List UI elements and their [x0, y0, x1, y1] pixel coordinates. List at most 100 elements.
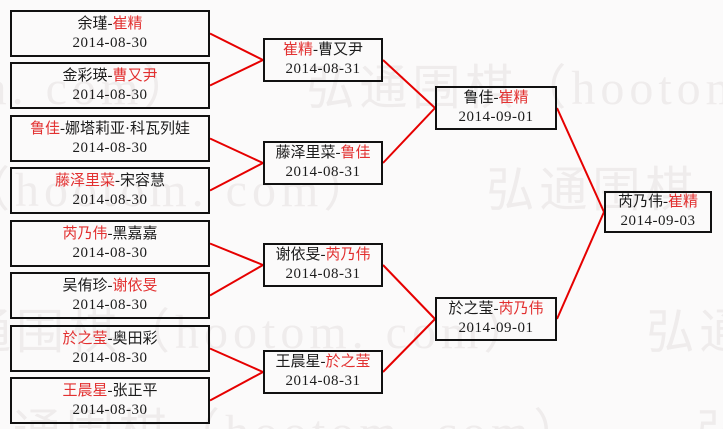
player1-name: 於之莹 — [62, 330, 108, 347]
vs-dash: - — [320, 247, 326, 264]
player1-name: 吴侑珍 — [62, 277, 108, 294]
vs-dash: - — [493, 301, 499, 318]
player1-name: 王晨星 — [62, 382, 108, 399]
player2-name: 曹又尹 — [112, 67, 158, 84]
player2-name: 芮乃伟 — [325, 247, 371, 264]
vs-dash: - — [663, 194, 668, 211]
connector-line — [382, 264, 436, 320]
match-date: 2014-08-30 — [72, 86, 148, 103]
match-players: 金彩瑛-曹又尹 — [62, 67, 157, 86]
match-players: 芮乃伟-崔精 — [618, 193, 698, 212]
match-date: 2014-08-30 — [72, 139, 148, 156]
connector-line — [209, 137, 264, 164]
vs-dash: - — [107, 67, 113, 84]
match-date: 2014-09-01 — [458, 320, 534, 336]
match-players: 藤泽里菜-宋容慧 — [55, 172, 165, 191]
match-date: 2014-08-31 — [285, 373, 361, 389]
player2-name: 曹又尹 — [318, 42, 364, 59]
match-box-sf-1: 鲁佳-崔精 2014-09-01 — [435, 86, 557, 130]
vs-dash: - — [107, 225, 113, 242]
match-box-r1-8: 王晨星-张正平 2014-08-30 — [10, 377, 210, 424]
vs-dash: - — [115, 172, 120, 189]
match-players: 崔精-曹又尹 — [283, 41, 363, 60]
match-players: 谢依旻-芮乃伟 — [275, 246, 370, 265]
match-players: 王晨星-於之莹 — [275, 353, 370, 372]
match-date: 2014-08-30 — [72, 244, 148, 261]
match-box-qf-1: 崔精-曹又尹 2014-08-31 — [263, 38, 383, 82]
player1-name: 余瑾 — [77, 15, 108, 32]
player2-name: 娜塔莉亚·科瓦列娃 — [65, 120, 190, 137]
connector-line — [209, 162, 264, 192]
vs-dash: - — [107, 15, 113, 32]
match-box-qf-2: 藤泽里菜-鲁佳 2014-08-31 — [263, 141, 383, 185]
vs-dash: - — [493, 90, 499, 107]
player1-name: 鲁佳 — [463, 90, 494, 107]
player2-name: 谢依旻 — [112, 277, 158, 294]
match-players: 藤泽里菜-鲁佳 — [275, 144, 370, 163]
match-date: 2014-08-31 — [285, 164, 361, 180]
match-date: 2014-08-30 — [72, 401, 148, 418]
match-box-final: 芮乃伟-崔精 2014-09-03 — [604, 191, 712, 233]
match-box-r1-5: 芮乃伟-黑嘉嘉 2014-08-30 — [10, 220, 210, 267]
vs-dash: - — [107, 330, 113, 347]
player2-name: 崔精 — [112, 15, 143, 32]
player1-name: 崔精 — [282, 42, 313, 59]
player1-name: 鲁佳 — [29, 120, 60, 137]
player1-name: 於之莹 — [448, 301, 494, 318]
player1-name: 芮乃伟 — [62, 225, 108, 242]
connector-line — [209, 371, 264, 402]
match-players: 鲁佳-娜塔莉亚·科瓦列娃 — [30, 120, 190, 139]
match-box-sf-2: 於之莹-芮乃伟 2014-09-01 — [435, 297, 557, 341]
match-date: 2014-08-30 — [72, 191, 148, 208]
match-players: 於之莹-奥田彩 — [62, 330, 157, 349]
player2-name: 张正平 — [112, 382, 158, 399]
connector-line — [209, 59, 264, 87]
match-date: 2014-09-03 — [620, 213, 696, 229]
player2-name: 崔精 — [498, 90, 529, 107]
connector-line — [209, 32, 264, 61]
match-players: 鲁佳-崔精 — [463, 89, 528, 108]
connector-line — [382, 59, 436, 109]
match-players: 於之莹-芮乃伟 — [448, 300, 543, 319]
player2-name: 鲁佳 — [340, 145, 371, 162]
vs-dash: - — [313, 42, 318, 59]
match-box-r1-2: 金彩瑛-曹又尹 2014-08-30 — [10, 62, 210, 109]
match-players: 芮乃伟-黑嘉嘉 — [62, 225, 157, 244]
connector-line — [209, 242, 264, 266]
vs-dash: - — [335, 145, 341, 162]
player2-name: 黑嘉嘉 — [112, 225, 158, 242]
match-box-r1-6: 吴侑珍-谢依旻 2014-08-30 — [10, 272, 210, 319]
player1-name: 藤泽里菜 — [54, 172, 115, 189]
connector-line — [382, 107, 436, 164]
match-players: 王晨星-张正平 — [62, 382, 157, 401]
match-date: 2014-08-30 — [72, 349, 148, 366]
player2-name: 奥田彩 — [112, 330, 158, 347]
match-box-r1-1: 余瑾-崔精 2014-08-30 — [10, 10, 210, 57]
connector-line — [556, 211, 605, 320]
connector-line — [209, 347, 264, 373]
match-date: 2014-08-31 — [285, 61, 361, 77]
match-players: 余瑾-崔精 — [77, 15, 142, 34]
vs-dash: - — [320, 354, 326, 371]
match-date: 2014-08-30 — [72, 34, 148, 51]
player1-name: 金彩瑛 — [62, 67, 108, 84]
match-date: 2014-09-01 — [458, 109, 534, 125]
connector-line — [556, 107, 605, 213]
match-box-qf-4: 王晨星-於之莹 2014-08-31 — [263, 350, 383, 394]
vs-dash: - — [107, 382, 113, 399]
match-date: 2014-08-30 — [72, 296, 148, 313]
player1-name: 芮乃伟 — [617, 194, 663, 211]
player1-name: 谢依旻 — [275, 247, 321, 264]
player2-name: 崔精 — [668, 194, 699, 211]
match-box-r1-3: 鲁佳-娜塔莉亚·科瓦列娃 2014-08-30 — [10, 115, 210, 162]
player1-name: 王晨星 — [275, 354, 321, 371]
connector-line — [382, 318, 436, 373]
match-box-r1-7: 於之莹-奥田彩 2014-08-30 — [10, 325, 210, 372]
player2-name: 於之莹 — [325, 354, 371, 371]
player1-name: 藤泽里菜 — [275, 145, 336, 162]
connector-line — [209, 264, 264, 297]
match-date: 2014-08-31 — [285, 266, 361, 282]
vs-dash: - — [107, 277, 113, 294]
